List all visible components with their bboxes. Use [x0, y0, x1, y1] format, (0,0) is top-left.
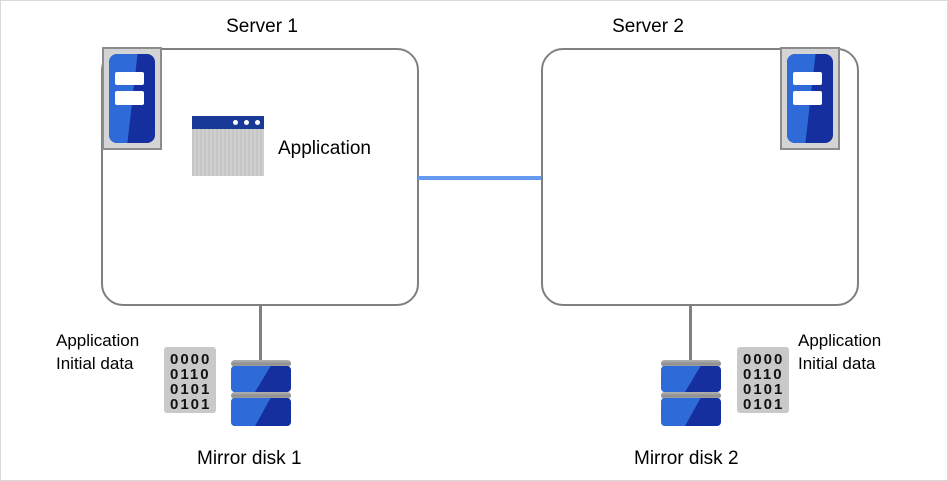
- application-dot-3: [255, 120, 260, 125]
- initial-data-label-left-line2: Initial data: [56, 354, 134, 373]
- application-label: Application: [278, 138, 371, 159]
- binary-data-icon: 0000 0110 0101 0101: [737, 347, 789, 413]
- server-icon: [102, 47, 162, 150]
- disk-cap-middle: [661, 392, 721, 399]
- server-icon-bar-bottom: [793, 91, 822, 105]
- mirror-disk-2-icon: [661, 360, 721, 429]
- server-icon: [780, 47, 840, 150]
- server-icon-body: [787, 54, 833, 143]
- initial-data-label-right-line1: Application: [798, 331, 882, 350]
- server-icon-bar-top: [793, 71, 822, 86]
- binary-row: 0110: [743, 366, 784, 383]
- server-1-disk-connector: [259, 306, 262, 361]
- server-icon-body: [109, 54, 155, 143]
- disk-cap-top: [661, 360, 721, 367]
- binary-row: 0000: [743, 351, 785, 368]
- disk-cap-middle: [231, 392, 291, 399]
- initial-data-label-left-line1: Application: [56, 331, 140, 350]
- disk-platter-top: [231, 366, 291, 392]
- server-icon-bar-bottom: [115, 91, 144, 105]
- application-window-icon: [192, 116, 264, 176]
- disk-platter-bottom: [661, 398, 721, 426]
- mirror-disk-1-icon: [231, 360, 291, 429]
- disk-platter-top: [661, 366, 721, 392]
- application-window-body: [192, 129, 264, 176]
- binary-row: 0101: [170, 396, 212, 413]
- disk-cap-top: [231, 360, 291, 367]
- server-interconnect-line: [418, 176, 542, 180]
- binary-row: 0101: [743, 396, 785, 413]
- mirror-disk-1-label: Mirror disk 1: [197, 448, 302, 469]
- server-1-title: Server 1: [226, 16, 298, 37]
- disk-platter-bottom: [231, 398, 291, 426]
- binary-row: 0101: [743, 381, 785, 398]
- mirror-disk-2-label: Mirror disk 2: [634, 448, 739, 469]
- binary-row: 0110: [170, 366, 211, 383]
- server-2-title: Server 2: [612, 16, 684, 37]
- binary-row: 0000: [170, 351, 212, 368]
- application-titlebar: [192, 116, 264, 129]
- application-dot-1: [233, 120, 238, 125]
- binary-row: 0101: [170, 381, 212, 398]
- server-icon-bar-top: [115, 71, 144, 86]
- initial-data-label-right-line2: Initial data: [798, 354, 876, 373]
- server-2-disk-connector: [689, 306, 692, 361]
- application-dot-2: [244, 120, 249, 125]
- binary-data-icon: 0000 0110 0101 0101: [164, 347, 216, 413]
